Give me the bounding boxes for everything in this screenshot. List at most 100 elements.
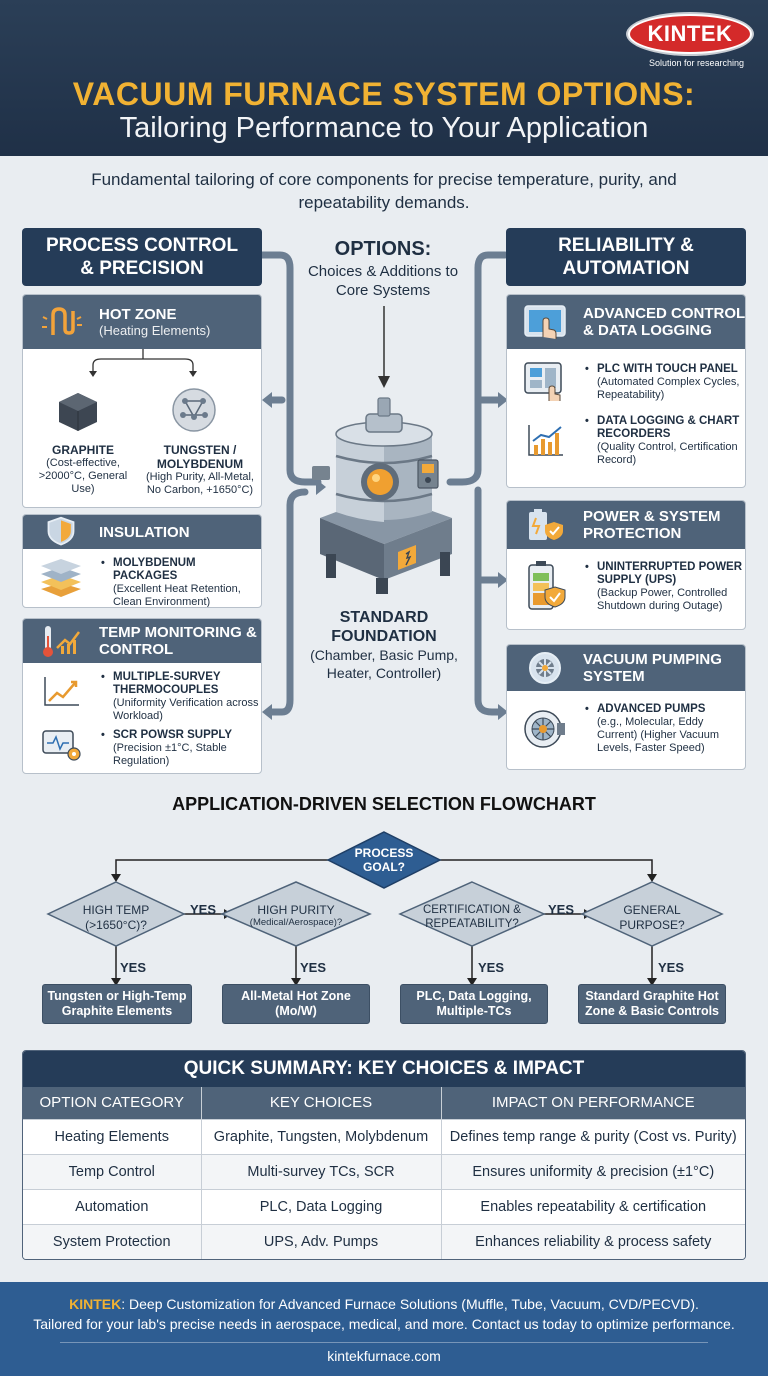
vacuum-pumping-card: VACUUM PUMPING SYSTEM ADVANCED PUMPS (e.… xyxy=(506,644,746,770)
table-cell: Enables repeatability & certification xyxy=(441,1188,745,1224)
data-logging-item: DATA LOGGING & CHART RECORDERS (Quality … xyxy=(585,415,743,467)
process-goal-node: PROCESS GOAL? xyxy=(354,846,414,874)
table-cell: Graphite, Tungsten, Molybdenum xyxy=(201,1118,442,1154)
yes-label-2: YES xyxy=(548,902,575,917)
table-row: Automation PLC, Data Logging Enables rep… xyxy=(23,1188,745,1224)
turbine-icon xyxy=(529,652,561,684)
outcome-tungsten: Tungsten or High-Temp Graphite Elements xyxy=(42,984,192,1024)
power-supply-icon xyxy=(42,730,81,761)
heating-element-icon xyxy=(42,307,82,335)
plc-item: PLC WITH TOUCH PANEL (Automated Complex … xyxy=(585,363,743,402)
insulation-item-desc: (Excellent Heat Retention, Clean Environ… xyxy=(113,583,241,608)
hot-zone-subtitle: (Heating Elements) xyxy=(99,323,211,338)
plc-desc: (Automated Complex Cycles, Repeatability… xyxy=(597,376,740,401)
column-header: KEY CHOICES xyxy=(201,1087,442,1119)
certification-node: CERTIFICATION & REPEATABILITY? xyxy=(423,904,521,930)
summary-table-panel: QUICK SUMMARY: KEY CHOICES & IMPACT OPTI… xyxy=(22,1050,746,1260)
table-cell: PLC, Data Logging xyxy=(201,1188,442,1224)
scr-power-item: SCR POWSR SUPPLY (Precision ±1°C, Stable… xyxy=(101,729,259,768)
hot-zone-card: HOT ZONE (Heating Elements) GRAPHITE (Co… xyxy=(22,294,262,508)
options-subtitle: Choices & Additions to Core Systems xyxy=(307,263,459,299)
high-purity-main: HIGH PURITY xyxy=(257,903,335,917)
scr-power-desc: (Precision ±1°C, Stable Regulation) xyxy=(113,742,227,767)
connector-arrows xyxy=(258,251,509,720)
footer: KINTEK: Deep Customization for Advanced … xyxy=(0,1282,768,1376)
footer-url-link[interactable]: kintekfurnace.com xyxy=(327,1348,441,1364)
power-protection-header: POWER & SYSTEM PROTECTION xyxy=(507,501,745,549)
logo-tagline: Solution for researching xyxy=(648,58,744,68)
line-chart-icon xyxy=(44,677,79,706)
table-row: System Protection UPS, Adv. Pumps Enhanc… xyxy=(23,1223,745,1259)
table-cell: Ensures uniformity & precision (±1°C) xyxy=(441,1153,745,1189)
header-banner: KINTEK Solution for researching VACUUM F… xyxy=(0,0,768,156)
table-cell: Heating Elements xyxy=(23,1118,202,1154)
advanced-control-card: ADVANCED CONTROL & DATA LOGGING PLC WITH… xyxy=(506,294,746,488)
data-logging-desc: (Quality Control, Certification Record) xyxy=(597,441,738,466)
high-purity-node: HIGH PURITY (Medical/Aerospace)? xyxy=(240,903,352,929)
footer-divider xyxy=(60,1342,708,1343)
footer-line2: Tailored for your lab's precise needs in… xyxy=(33,1316,735,1332)
plc-title: PLC WITH TOUCH PANEL xyxy=(597,363,738,375)
kintek-logo[interactable]: KINTEK xyxy=(628,14,752,54)
yes-label-6: YES xyxy=(658,960,685,975)
temp-monitoring-title: TEMP MONITORING & CONTROL xyxy=(99,624,257,658)
hot-zone-branch-lines xyxy=(89,349,197,377)
hot-zone-header: HOT ZONE (Heating Elements) xyxy=(23,295,261,349)
column-header: IMPACT ON PERFORMANCE xyxy=(441,1087,745,1119)
footer-line1: : Deep Customization for Advanced Furnac… xyxy=(121,1296,699,1312)
table-cell: System Protection xyxy=(23,1223,202,1259)
yes-label-3: YES xyxy=(120,960,147,975)
temp-monitoring-card: TEMP MONITORING & CONTROL MULTIPLE-SURVE… xyxy=(22,618,262,774)
outcome-all-metal: All-Metal Hot Zone (Mo/W) xyxy=(222,984,370,1024)
intro-text: Fundamental tailoring of core components… xyxy=(91,170,677,212)
standard-foundation: STANDARD FOUNDATION (Chamber, Basic Pump… xyxy=(290,608,478,682)
graphite-title: GRAPHITE xyxy=(51,443,114,457)
thermometer-chart-icon xyxy=(43,626,80,657)
touch-screen-icon xyxy=(524,305,566,339)
thermocouples-title: MULTIPLE-SURVEY THERMOCOUPLES xyxy=(113,671,221,696)
table-header-row: OPTION CATEGORY KEY CHOICES IMPACT ON PE… xyxy=(23,1087,745,1119)
tungsten-title: TUNGSTEN / MOLYBDENUM xyxy=(156,443,244,471)
column-header: OPTION CATEGORY xyxy=(23,1087,202,1119)
table-cell: Defines temp range & purity (Cost vs. Pu… xyxy=(441,1118,745,1154)
high-temp-node: HIGH TEMP (>1650°C)? xyxy=(82,903,150,932)
general-purpose-node: GENERAL PURPOSE? xyxy=(619,903,685,932)
foundation-desc: (Chamber, Basic Pump, Heater, Controller… xyxy=(310,647,458,681)
table-row: Heating Elements Graphite, Tungsten, Mol… xyxy=(23,1118,745,1154)
table-cell: Multi-survey TCs, SCR xyxy=(201,1153,442,1189)
touch-panel-icon xyxy=(524,362,562,401)
power-protection-title: POWER & SYSTEM PROTECTION xyxy=(583,508,721,542)
shield-icon xyxy=(47,516,75,546)
footer-text: KINTEK: Deep Customization for Advanced … xyxy=(0,1294,768,1334)
ups-title: UNINTERRUPTED POWER SUPPLY (UPS) xyxy=(597,561,743,586)
ups-battery-icon xyxy=(528,561,566,610)
advanced-pumps-title: ADVANCED PUMPS xyxy=(597,703,706,715)
table-row: Temp Control Multi-survey TCs, SCR Ensur… xyxy=(23,1153,745,1189)
left-column-title: PROCESS CONTROL & PRECISION xyxy=(22,228,262,286)
scr-power-title: SCR POWSR SUPPLY xyxy=(113,729,233,741)
options-title: OPTIONS: xyxy=(334,238,432,260)
bar-chart-icon xyxy=(528,425,563,456)
vacuum-pumping-title: VACUUM PUMPING SYSTEM xyxy=(583,651,722,685)
table-cell: Enhances reliability & process safety xyxy=(441,1223,745,1259)
hot-zone-title: HOT ZONE xyxy=(99,306,177,323)
battery-shield-icon xyxy=(529,509,563,540)
flowchart-diagram xyxy=(46,831,724,986)
table-cell: Temp Control xyxy=(23,1153,202,1189)
advanced-pumps-item: ADVANCED PUMPS (e.g., Molecular, Eddy Cu… xyxy=(585,703,745,755)
vacuum-pumping-header: VACUUM PUMPING SYSTEM xyxy=(507,645,745,691)
flowchart-title: APPLICATION-DRIVEN SELECTION FLOWCHART xyxy=(172,794,596,814)
molecule-icon xyxy=(172,388,216,432)
vacuum-furnace-illustration xyxy=(312,397,452,594)
thermocouples-item: MULTIPLE-SURVEY THERMOCOUPLES (Uniformit… xyxy=(101,671,259,723)
pump-icon xyxy=(524,710,565,748)
layers-icon xyxy=(41,559,81,597)
tungsten-option: TUNGSTEN / MOLYBDENUM (High Purity, All-… xyxy=(139,443,261,497)
outcome-plc: PLC, Data Logging, Multiple-TCs xyxy=(400,984,548,1024)
insulation-item: MOLYBDENUM PACKAGES (Excellent Heat Rete… xyxy=(101,557,259,608)
advanced-pumps-desc: (e.g., Molecular, Eddy Current) (Higher … xyxy=(597,716,720,754)
yes-label-5: YES xyxy=(478,960,505,975)
graphite-option: GRAPHITE (Cost-effective, >2000°C, Gener… xyxy=(31,443,135,496)
right-column-title: RELIABILITY & AUTOMATION xyxy=(506,228,746,286)
temp-monitoring-header: TEMP MONITORING & CONTROL xyxy=(23,619,261,663)
